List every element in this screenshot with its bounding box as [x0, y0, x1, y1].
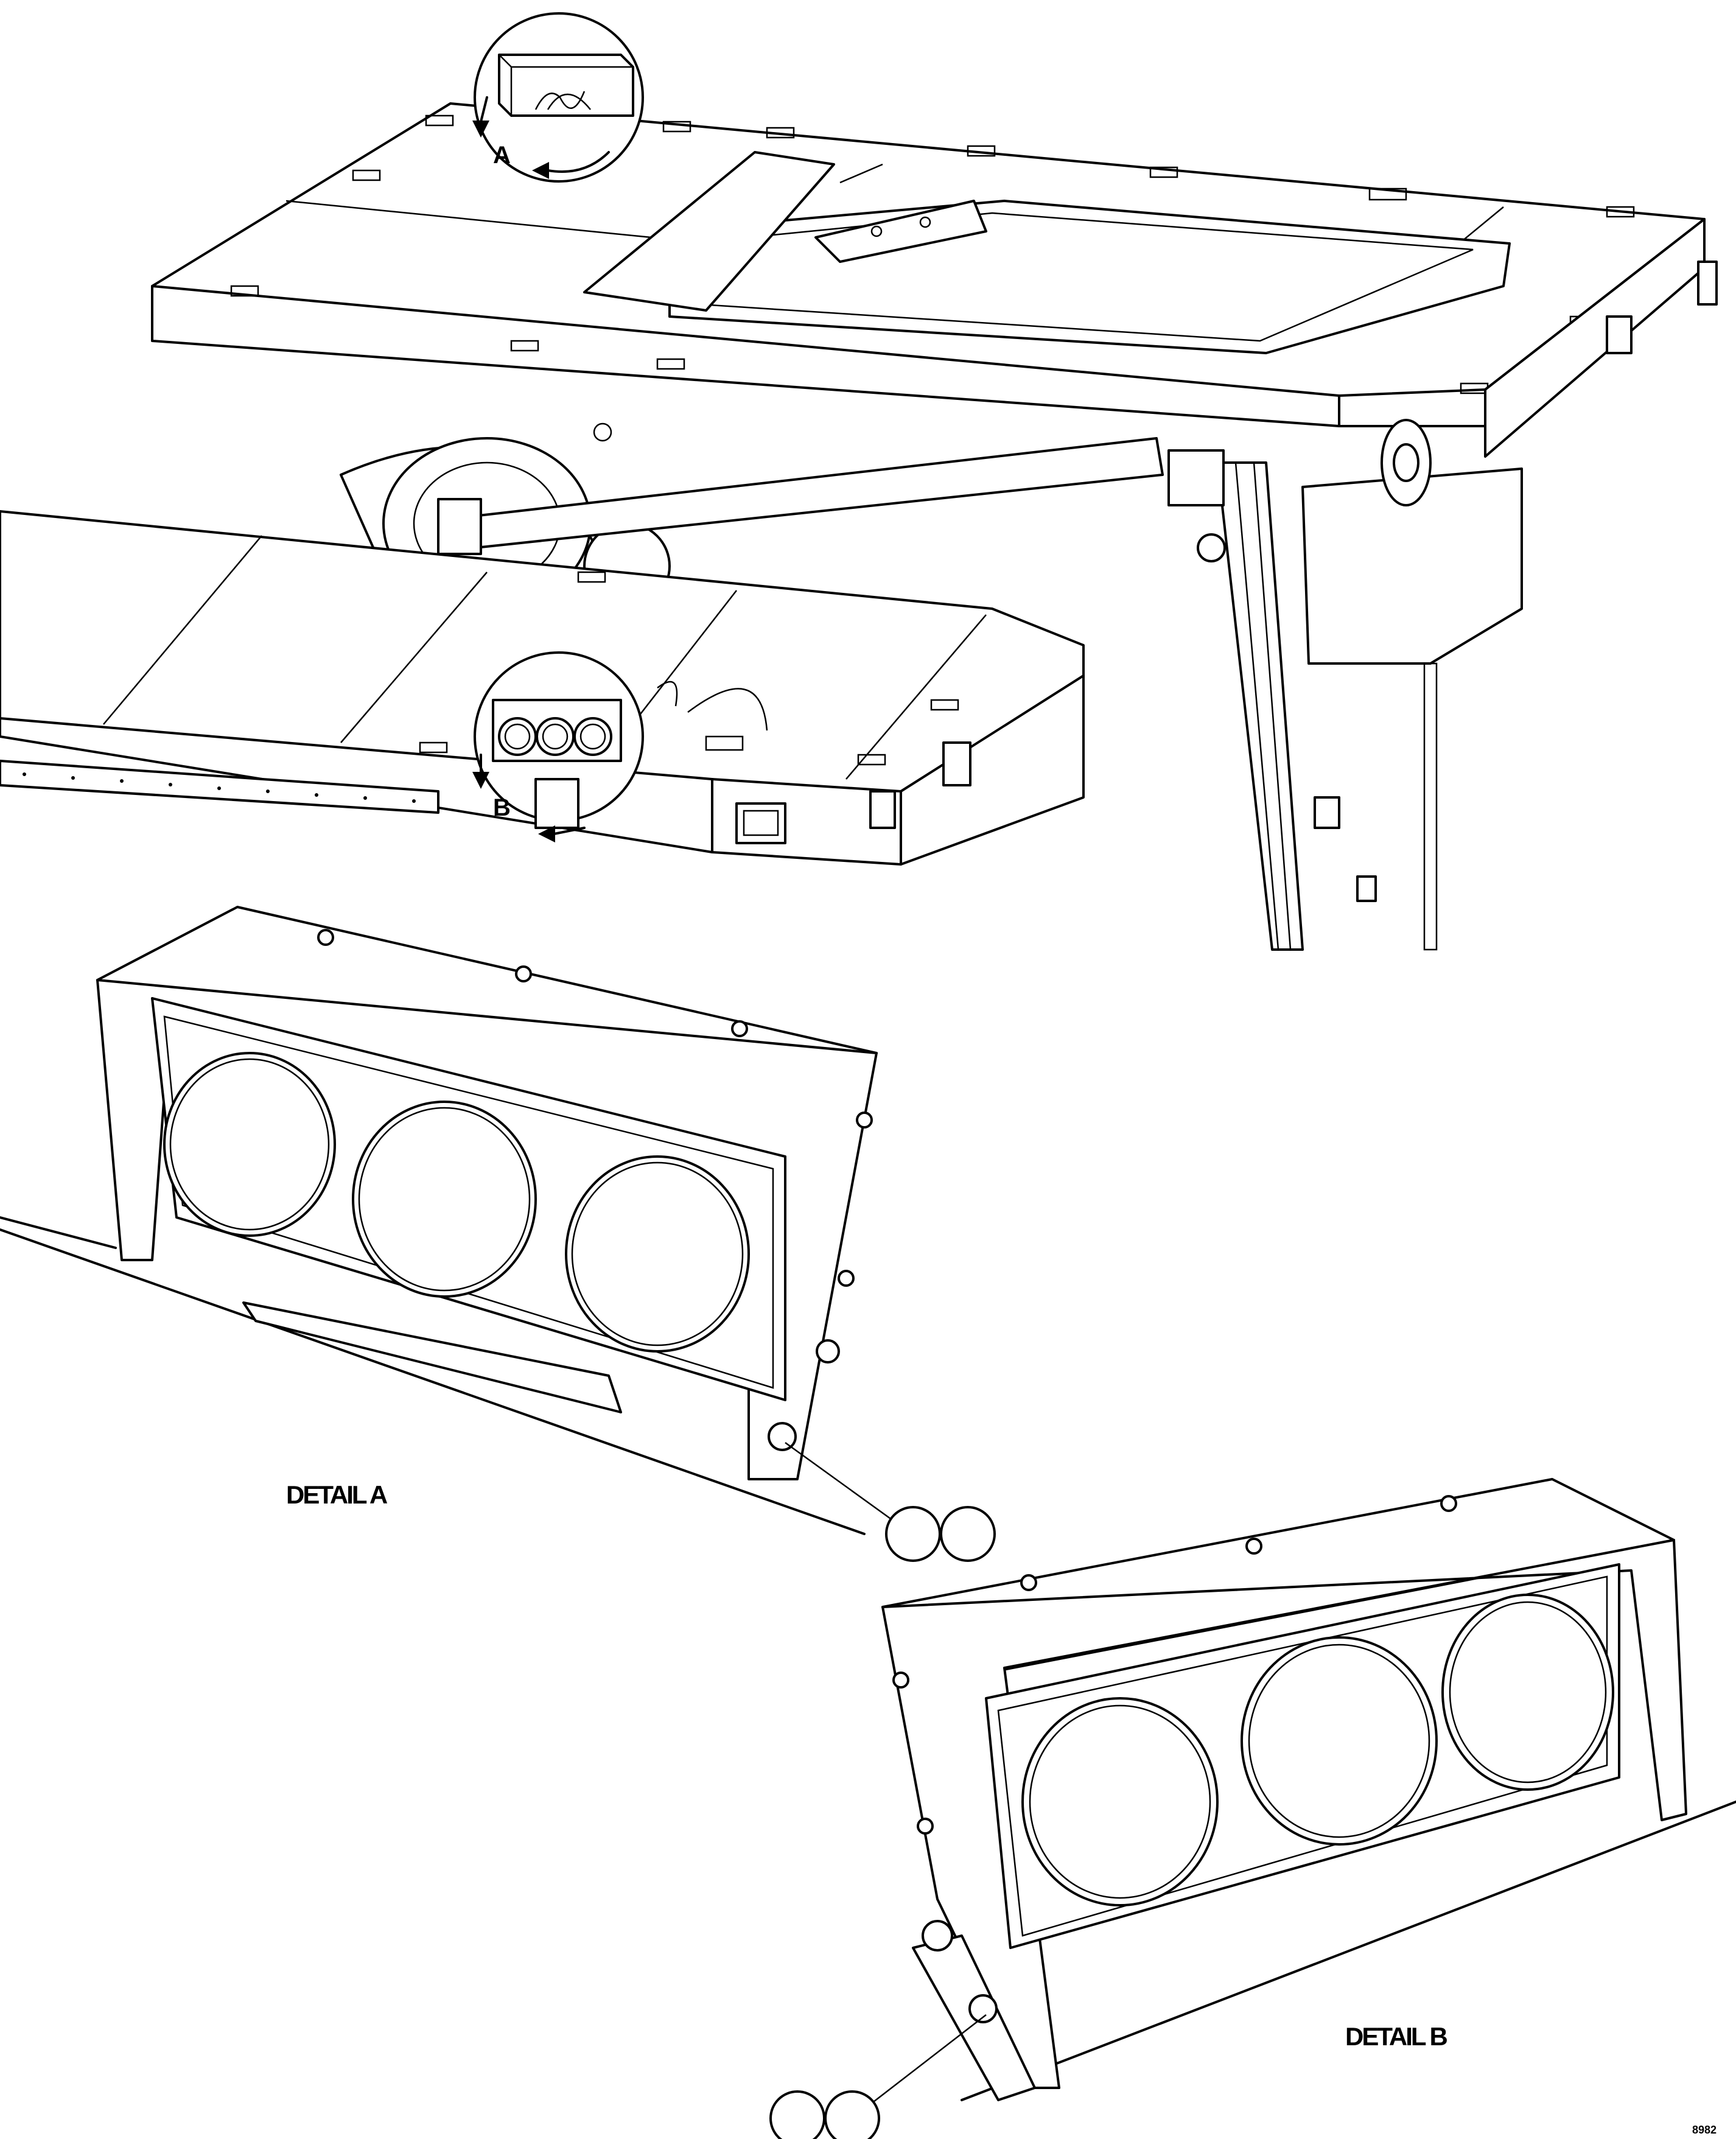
detail-a-item-callout-1 [885, 1506, 941, 1562]
detail-a-item-callout-2 [940, 1506, 996, 1562]
rail-holes [23, 772, 416, 803]
callout-b: B [472, 651, 644, 842]
detail-b-lamps [1021, 1594, 1614, 1906]
figure-number: 8982 [1692, 2124, 1717, 2136]
callout-a-letter: A [493, 142, 511, 169]
detail-a-label: DETAIL A [286, 1480, 388, 1509]
vehicle-frame-assembly: A B [0, 12, 1718, 951]
detail-b-label: DETAIL B [1345, 2022, 1447, 2051]
detail-b-item-callout-1 [769, 2090, 825, 2139]
detail-a-light-bar: DETAIL A [0, 906, 996, 1562]
callout-a: A [472, 12, 644, 183]
callout-b-letter: B [493, 794, 511, 821]
detail-b-light-bar: DETAIL B [769, 1478, 1736, 2139]
upper-platform [151, 102, 1718, 951]
deck-pads [230, 114, 1635, 394]
detail-a-lamps [163, 1052, 750, 1353]
detail-b-item-callout-2 [824, 2090, 880, 2139]
